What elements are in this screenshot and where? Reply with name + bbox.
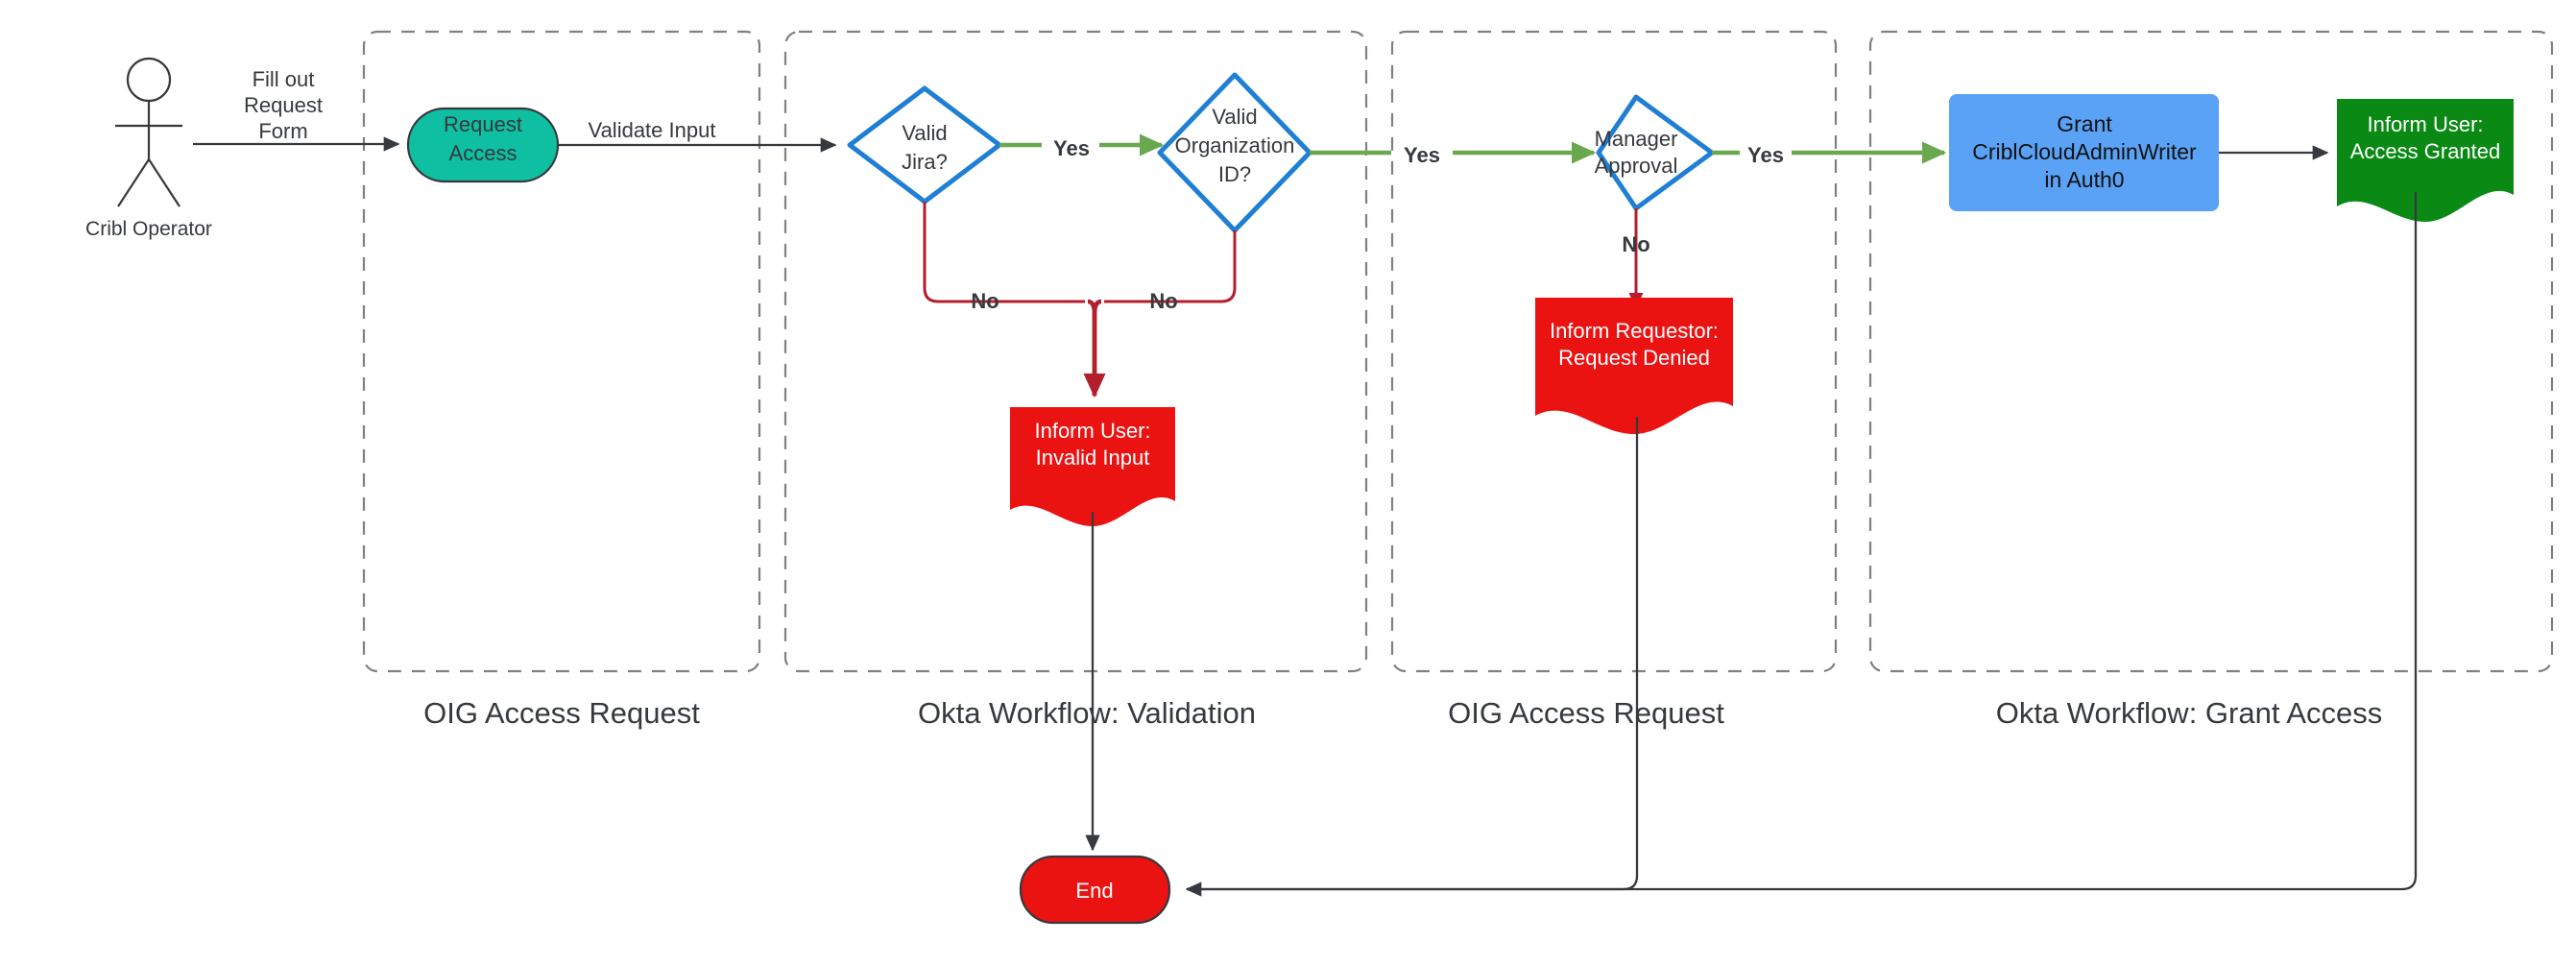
edge-label: No bbox=[1622, 232, 1649, 256]
node-end[interactable]: End bbox=[1019, 855, 1171, 925]
node-shape bbox=[1010, 407, 1175, 526]
actor-cribl-operator[interactable]: Cribl Operator bbox=[85, 57, 212, 240]
node-inform-request-denied[interactable]: Inform Requestor: Request Denied bbox=[1535, 298, 1733, 434]
node-shape bbox=[1596, 94, 1715, 211]
node-shape bbox=[2337, 99, 2514, 222]
edge-label-line1: Fill out bbox=[253, 67, 315, 91]
edge-approval-yes: Yes bbox=[1712, 141, 1947, 167]
node-label-line2: CriblCloudAdminWriter bbox=[1972, 139, 2197, 164]
edge-approval-no: No bbox=[1622, 208, 1650, 309]
edge-label: No bbox=[1149, 289, 1177, 313]
lane-label: OIG Access Request bbox=[423, 696, 700, 730]
edge-label: Yes bbox=[1053, 136, 1090, 160]
edge-jira-no: No bbox=[923, 202, 1085, 313]
node-shape bbox=[847, 85, 1002, 205]
edge-label: Yes bbox=[1747, 143, 1784, 167]
node-request-access[interactable]: Request Access bbox=[406, 107, 560, 183]
lane-oig-request[interactable]: OIG Access Request bbox=[362, 30, 761, 730]
edge-org-yes: Yes bbox=[1310, 141, 1597, 167]
node-valid-organization-id[interactable]: Valid Organization ID? bbox=[1157, 72, 1312, 233]
node-valid-jira[interactable]: Valid Jira? bbox=[847, 85, 1002, 205]
edge-label-line3: Form bbox=[258, 119, 307, 143]
node-label-line1: Grant bbox=[2057, 111, 2112, 136]
node-label-line1: Inform User: bbox=[2367, 112, 2483, 136]
edge-invalid-input-merge bbox=[1083, 299, 1106, 398]
lane-okta-validation[interactable]: Okta Workflow: Validation bbox=[783, 30, 1368, 730]
edge-label: Yes bbox=[1404, 143, 1440, 167]
edge-org-no: No bbox=[1104, 230, 1237, 313]
node-manager-approval[interactable]: Manager Approval bbox=[1595, 94, 1715, 211]
edge-validate-input: Validate Input bbox=[558, 118, 837, 153]
node-label-line1: Inform Requestor: bbox=[1550, 319, 1719, 343]
edge-jira-yes: Yes bbox=[999, 133, 1165, 160]
node-label-line1: Inform User: bbox=[1034, 419, 1150, 443]
lane-okta-grant[interactable]: Okta Workflow: Grant Access bbox=[1868, 30, 2554, 730]
lane-label: Okta Workflow: Validation bbox=[918, 696, 1256, 730]
edge-request-denied-to-end bbox=[1185, 417, 1639, 897]
edge-fill-out-request-form: Fill out Request Form bbox=[193, 67, 400, 152]
node-label-line2: Access Granted bbox=[2350, 139, 2501, 163]
edge-label: No bbox=[971, 289, 999, 313]
node-shape bbox=[1019, 855, 1171, 925]
lane-box bbox=[1390, 30, 1838, 673]
edge-label: Validate Input bbox=[589, 118, 716, 142]
node-label: End bbox=[1075, 879, 1113, 903]
node-label-line1: Manager bbox=[1595, 127, 1678, 151]
lane-label: OIG Access Request bbox=[1448, 696, 1724, 730]
node-label-line2: Access bbox=[449, 141, 518, 165]
node-label-line2: Organization bbox=[1175, 133, 1295, 157]
actor-label: Cribl Operator bbox=[85, 218, 212, 240]
node-shape bbox=[1949, 94, 2219, 211]
lane-box bbox=[362, 30, 761, 673]
node-label-line1: Request bbox=[444, 112, 522, 136]
edge-access-granted-to-end bbox=[1187, 192, 2418, 891]
node-label-line2: Approval bbox=[1595, 154, 1678, 178]
stick-figure-icon bbox=[115, 57, 182, 207]
lane-label: Okta Workflow: Grant Access bbox=[1996, 696, 2383, 730]
edge-label-line2: Request bbox=[244, 93, 323, 117]
node-label-line3: in Auth0 bbox=[2044, 167, 2124, 192]
node-label-line2: Jira? bbox=[902, 150, 948, 174]
node-label-line1: Valid bbox=[902, 121, 947, 145]
node-grant-role[interactable]: Grant CriblCloudAdminWriter in Auth0 bbox=[1949, 94, 2219, 211]
lane-box bbox=[783, 30, 1368, 673]
node-label-line2: Request Denied bbox=[1558, 346, 1710, 370]
node-inform-invalid-input[interactable]: Inform User: Invalid Input bbox=[1010, 407, 1175, 526]
node-shape bbox=[1535, 298, 1733, 434]
node-label-line2: Invalid Input bbox=[1036, 446, 1150, 470]
lane-oig-approval[interactable]: OIG Access Request bbox=[1390, 30, 1838, 730]
node-inform-access-granted[interactable]: Inform User: Access Granted bbox=[2337, 99, 2514, 222]
node-label-line1: Valid bbox=[1212, 105, 1257, 129]
lane-box bbox=[1868, 30, 2554, 673]
node-label-line3: ID? bbox=[1218, 162, 1251, 186]
